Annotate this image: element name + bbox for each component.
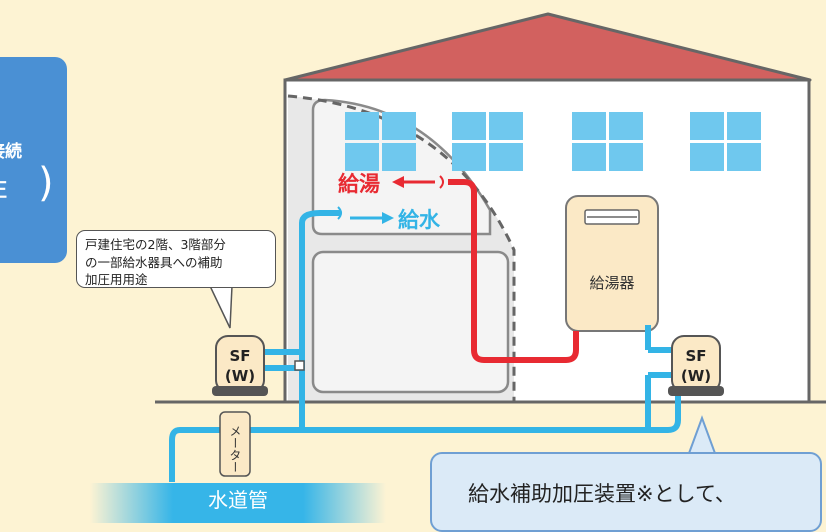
device-description-box: 給水補助加圧装置※として、 — [430, 452, 822, 532]
booster-pump-left: SF (W) — [212, 335, 268, 396]
water-supply-label: 給水 — [398, 208, 441, 232]
lower-room — [311, 250, 510, 394]
pipe-junction — [294, 360, 305, 371]
booster-pump-right: SF (W) — [668, 335, 724, 396]
pump-label: SF — [229, 347, 250, 365]
device-description-text: 給水補助加圧装置※として、 — [468, 482, 736, 506]
window — [690, 112, 761, 171]
callout-line: 戸建住宅の2階、3階部分 — [85, 237, 226, 252]
pump-label: SF — [685, 347, 706, 365]
callout-line: 加圧用用途 — [85, 272, 148, 287]
water-meter — [219, 411, 251, 477]
left-side-panel: 接続 圧 ) — [0, 57, 67, 263]
window — [572, 112, 643, 171]
water-main-label: 水道管 — [208, 488, 268, 512]
hot-water-label: 給湯 — [338, 172, 380, 196]
left-panel-text-1: 接続 — [0, 142, 22, 162]
water-heater-label: 給湯器 — [589, 274, 634, 292]
water-supply-pipe — [302, 395, 681, 433]
window — [345, 112, 416, 171]
meter-label: メーター — [228, 425, 242, 473]
pump-label: (W) — [225, 367, 255, 385]
pump-label: (W) — [681, 367, 711, 385]
left-panel-text-2: 圧 — [0, 175, 7, 202]
window — [452, 112, 523, 171]
bottom-box-pointer — [686, 415, 718, 457]
water-heater-unit — [565, 195, 659, 332]
callout-line: の一部給水器具への補助 — [85, 254, 223, 270]
roof — [283, 12, 812, 82]
callout-tail — [208, 285, 233, 329]
cutaway-line — [287, 94, 516, 402]
water-main-banner: 水道管 — [90, 483, 386, 523]
left-panel-paren: ) — [38, 160, 54, 206]
hot-water-pipe — [448, 179, 579, 363]
usage-callout: 戸建住宅の2階、3階部分 の一部給水器具への補助 加圧用用途 — [76, 230, 276, 288]
